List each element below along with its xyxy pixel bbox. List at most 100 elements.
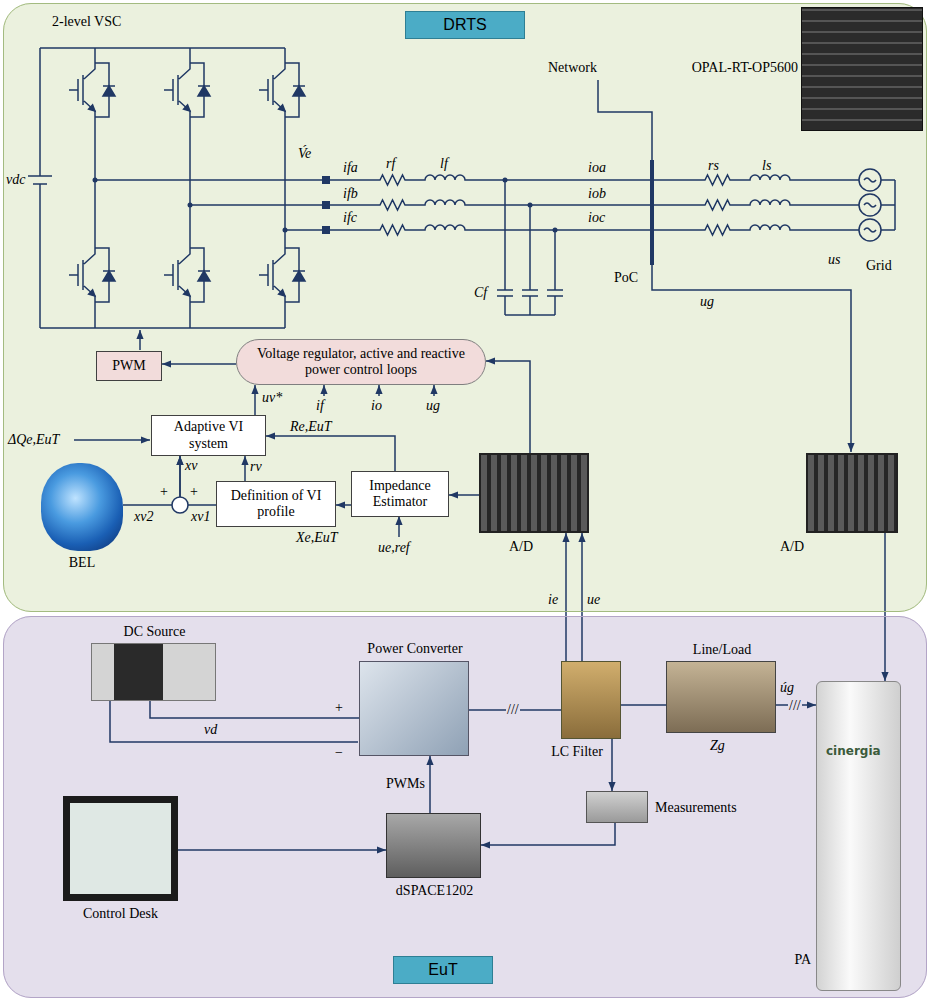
process-box: Definition of VI profile (216, 481, 336, 527)
process-box: Adaptive VI system (151, 415, 266, 456)
signal-label: ioc (588, 210, 605, 225)
pwm-block: PWM (96, 351, 162, 381)
circuit-nodes (93, 176, 558, 234)
node-label: dSPACE1202 (377, 883, 492, 899)
connector (884, 533, 886, 681)
power-amplifier-photo: PA (816, 681, 901, 991)
bel-brain: BEL (41, 463, 123, 551)
node-label: Control Desk (63, 906, 178, 922)
signal-label: cinergia (826, 745, 881, 758)
node-label: Voltage regulator, active and reactive p… (242, 346, 480, 378)
signal-label: V́e (298, 146, 311, 161)
connector (180, 456, 216, 505)
edge-label: PWMs (386, 776, 425, 791)
edge-label: Xe,EuT (296, 530, 338, 545)
signal-label: rf (386, 156, 395, 171)
signal-label: Network (548, 60, 597, 75)
dspace-photo: dSPACE1202 (386, 813, 481, 878)
eut-region: EuTDC SourcePower ConverterLC FilterLine… (3, 616, 927, 998)
control-desk-photo: Control Desk (63, 796, 178, 901)
edge-label: rv (250, 459, 262, 474)
dc-source-photo: DC Source (91, 643, 216, 701)
signal-label: iob (588, 186, 606, 201)
edge-label: Re,EuT (290, 419, 332, 434)
node-label: DC Source (92, 624, 217, 640)
node-label: LC Filter (537, 744, 617, 760)
edge-label: xv1 (191, 509, 210, 524)
signal-label: vdc (6, 172, 25, 187)
node-label: A/D (764, 539, 804, 555)
node-label: Definition of VI profile (222, 488, 330, 520)
eut-panel (3, 616, 927, 998)
measurement-photo: Measurements (586, 791, 648, 823)
connector (481, 823, 615, 845)
process-box: Impedance Estimator (351, 471, 449, 517)
connector (254, 385, 256, 415)
signal-label: /// (788, 698, 802, 713)
signal-label: + (190, 484, 198, 499)
edge-label: ue (587, 592, 600, 607)
signal-label: ls (762, 158, 771, 173)
signal-label: io (371, 398, 382, 413)
connector (486, 361, 530, 453)
signal-label: ΔQe,EuT (8, 432, 59, 447)
node-label: PWM (112, 358, 145, 374)
connector (621, 704, 666, 706)
signal-label: − (335, 745, 343, 760)
connector (244, 456, 246, 481)
signal-label: 2-level VSC (52, 14, 121, 29)
signal-label: Zg (710, 738, 725, 753)
signal-label: ifa (343, 160, 358, 175)
node-label: PA (783, 952, 811, 968)
node-label: OPAL-RT-OP5600 (672, 60, 798, 76)
drts-panel (3, 3, 927, 612)
edge-label: ie (548, 592, 558, 607)
signal-label: + (160, 484, 168, 499)
signal-label: xv (185, 458, 197, 473)
lc-filter-photo: LC Filter (561, 661, 621, 739)
connector (150, 701, 359, 718)
controller-block: Voltage regulator, active and reactive p… (236, 339, 486, 385)
node-label: DRTS (405, 11, 525, 39)
signal-label: ue,ref (378, 540, 410, 555)
power-converter-photo: Power Converter (359, 661, 469, 756)
line-load-photo: Line/Load (666, 661, 776, 733)
connector (581, 533, 583, 661)
edge-label: úg (780, 680, 794, 695)
edge-label: /// (506, 702, 520, 717)
signal-label: ug (426, 398, 440, 413)
signal-label: ioa (588, 160, 606, 175)
node-label: Power Converter (350, 641, 480, 657)
signal-label: Cf (474, 285, 487, 300)
connector (178, 849, 386, 851)
connector (449, 494, 479, 496)
signal-label: ug (700, 294, 714, 309)
ad-converter-photo: A/D (806, 453, 898, 533)
node-label: Adaptive VI system (157, 419, 260, 451)
ad-converter-photo: A/D (479, 453, 589, 533)
signal-label: ifc (343, 210, 357, 225)
connector (429, 756, 431, 813)
signal-label: us (828, 252, 840, 267)
signal-label: ifb (343, 186, 358, 201)
edge-label: uv* (262, 390, 282, 405)
connector (336, 504, 351, 506)
connector (123, 456, 180, 505)
node-label: BEL (41, 555, 123, 571)
signal-label: rs (708, 158, 719, 173)
signal-label: PoC (614, 270, 638, 285)
node-label: EuT (393, 956, 493, 984)
node-label: Impedance Estimator (357, 478, 443, 510)
igbt-switches (69, 55, 305, 310)
connector (565, 533, 567, 661)
connector (266, 436, 395, 471)
signal-label: Grid (866, 258, 892, 273)
node-label: Measurements (655, 800, 765, 816)
simulator-photo: OPAL-RT-OP5600 (801, 7, 923, 131)
vsc-circuit (28, 48, 895, 328)
sum-circle (172, 497, 188, 513)
edge-label: vd (204, 722, 217, 737)
edge-label: xv2 (134, 509, 153, 524)
connector (611, 739, 613, 791)
